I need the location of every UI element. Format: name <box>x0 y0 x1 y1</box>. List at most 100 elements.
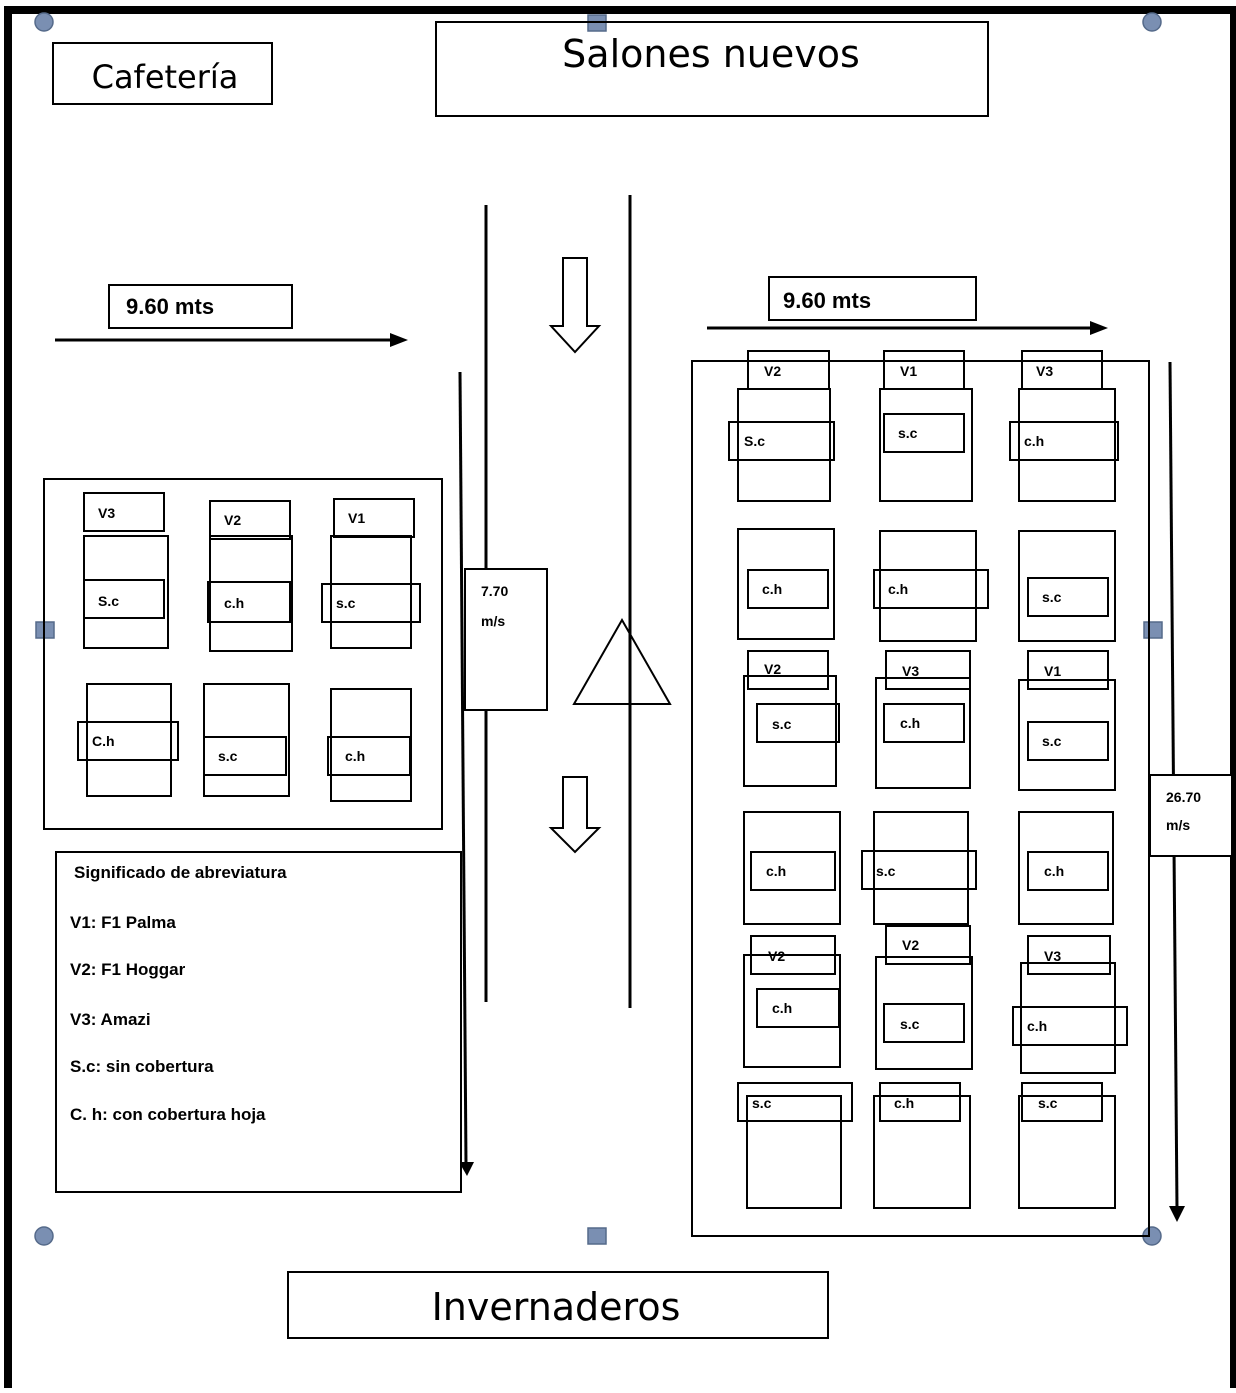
down-arrow-icon <box>548 776 602 854</box>
variety-tag: V1 <box>900 363 917 379</box>
coverage-tag: c.h <box>1044 863 1064 879</box>
variety-tag-box <box>1027 935 1111 975</box>
variety-tag: V2 <box>768 948 785 964</box>
plant-bed <box>330 535 412 649</box>
plant-bed <box>203 683 290 797</box>
variety-tag: V3 <box>1036 363 1053 379</box>
variety-tag-box <box>747 350 830 390</box>
right-width-box <box>768 276 977 321</box>
left-length-unit: m/s <box>481 613 505 629</box>
plant-bed <box>743 811 841 925</box>
legend-item: V3: Amazi <box>70 1010 151 1029</box>
arrowhead-icon <box>1090 321 1108 335</box>
coverage-tag-box <box>1027 851 1109 891</box>
coverage-tag: c.h <box>894 1095 914 1111</box>
left-length-box <box>464 568 548 711</box>
legend-item: V1: F1 Palma <box>70 913 176 932</box>
coverage-tag-box <box>1027 577 1109 617</box>
selection-handle[interactable] <box>1142 12 1162 32</box>
coverage-tag-box <box>737 1082 853 1122</box>
salones-label: Salones nuevos <box>562 32 860 76</box>
coverage-tag-box <box>321 583 421 623</box>
plant-bed <box>875 677 971 789</box>
right-width-label: 9.60 mts <box>783 288 871 313</box>
variety-tag: V2 <box>764 661 781 677</box>
coverage-tag-box <box>1027 721 1109 761</box>
coverage-tag: c.h <box>345 748 365 764</box>
plant-bed <box>743 675 837 787</box>
coverage-tag-box <box>883 1003 965 1043</box>
plant-bed <box>873 811 969 925</box>
coverage-tag: s.c <box>336 595 356 611</box>
coverage-tag: S.c <box>744 433 765 449</box>
cafeteria-label: Cafetería <box>92 58 239 96</box>
variety-tag-box <box>83 492 165 532</box>
right-length-box <box>1149 774 1233 857</box>
left-width-label: 9.60 mts <box>126 294 214 319</box>
variety-tag-box <box>333 498 415 538</box>
plant-bed <box>1018 530 1116 642</box>
variety-tag-box <box>885 925 971 965</box>
arrowhead-icon <box>390 333 408 347</box>
coverage-tag: c.h <box>900 715 920 731</box>
variety-tag-box <box>209 500 291 540</box>
coverage-tag-box <box>750 851 836 891</box>
plant-bed <box>1018 1095 1116 1209</box>
legend-item: V2: F1 Hoggar <box>70 960 186 979</box>
salones-box <box>435 21 989 117</box>
coverage-tag-box <box>77 721 179 761</box>
cafeteria-box <box>52 42 273 105</box>
variety-tag: V2 <box>764 363 781 379</box>
plant-bed <box>879 388 973 502</box>
plant-bed <box>1020 962 1116 1074</box>
coverage-tag: s.c <box>218 748 238 764</box>
selection-handle[interactable] <box>587 1227 607 1245</box>
variety-tag: V2 <box>902 937 919 953</box>
coverage-tag-box <box>756 703 840 743</box>
invernaderos-box <box>287 1271 829 1339</box>
arrowhead-icon <box>1169 1206 1185 1222</box>
variety-tag: V1 <box>1044 663 1061 679</box>
legend-box <box>55 851 462 1193</box>
plant-bed <box>1018 679 1116 791</box>
selection-handle[interactable] <box>34 12 54 32</box>
plant-bed <box>83 535 169 649</box>
outer-frame <box>4 6 1236 1393</box>
plant-bed <box>737 528 835 640</box>
coverage-tag-box <box>747 569 829 609</box>
coverage-tag-box <box>883 413 965 453</box>
variety-tag: V1 <box>348 510 365 526</box>
triangle-icon <box>572 617 672 705</box>
selection-handle[interactable] <box>1143 621 1163 639</box>
coverage-tag: s.c <box>898 425 918 441</box>
left-length-line <box>458 371 468 1166</box>
variety-tag: V2 <box>224 512 241 528</box>
variety-tag: V3 <box>98 505 115 521</box>
left-length-value: 7.70 <box>481 583 508 599</box>
coverage-tag-box <box>861 850 977 890</box>
variety-tag: V3 <box>902 663 919 679</box>
down-arrow-icon <box>548 257 602 354</box>
coverage-tag: c.h <box>762 581 782 597</box>
variety-tag-box <box>1021 350 1103 390</box>
coverage-tag-box <box>756 988 840 1028</box>
coverage-tag: c.h <box>772 1000 792 1016</box>
coverage-tag-box <box>873 569 989 609</box>
coverage-tag: s.c <box>876 863 896 879</box>
variety-tag-box <box>750 935 836 975</box>
legend-title: Significado de abreviatura <box>74 863 287 882</box>
plant-bed <box>879 530 977 642</box>
coverage-tag: C.h <box>92 733 115 749</box>
coverage-tag-box <box>1012 1006 1128 1046</box>
selection-handle[interactable] <box>34 1226 54 1246</box>
coverage-tag-box <box>728 421 835 461</box>
plant-bed <box>1018 811 1114 925</box>
legend-item: S.c: sin cobertura <box>70 1057 214 1076</box>
variety-tag: V3 <box>1044 948 1061 964</box>
coverage-tag-box <box>879 1082 961 1122</box>
coverage-tag-box <box>883 703 965 743</box>
left-plot-area <box>43 478 443 830</box>
arrowhead-icon <box>459 1162 474 1176</box>
